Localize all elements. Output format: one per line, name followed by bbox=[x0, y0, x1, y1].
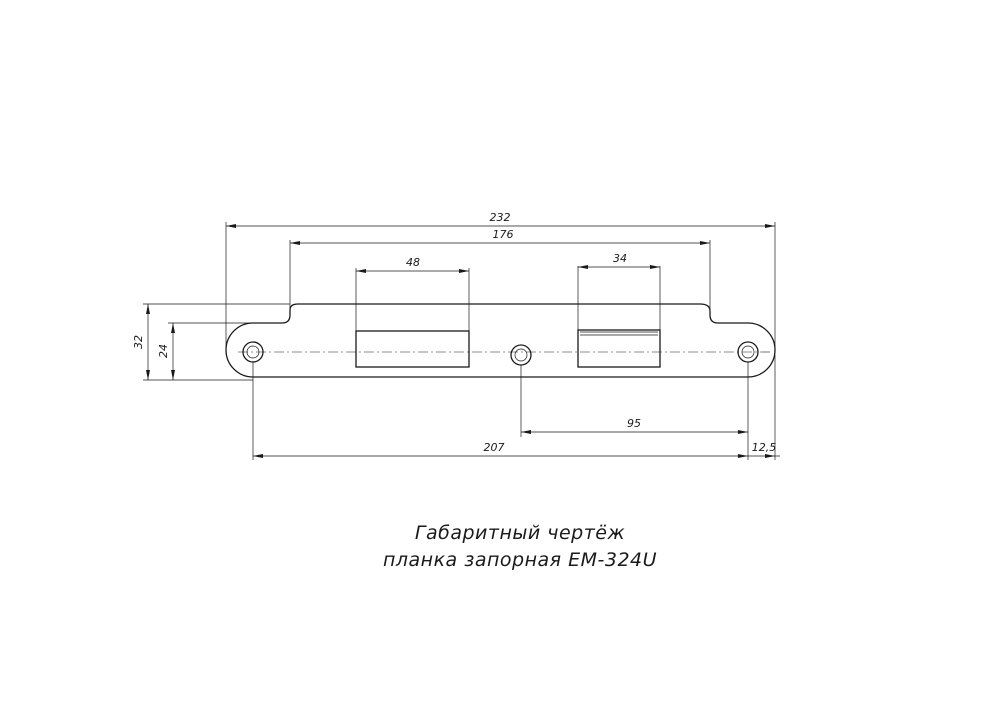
plate-outline bbox=[225, 303, 776, 378]
dim-95: 95 bbox=[521, 417, 748, 434]
dim-48-label: 48 bbox=[406, 256, 420, 269]
caption-title: Габаритный чертёж bbox=[414, 522, 626, 544]
dim-34-label: 34 bbox=[613, 252, 627, 265]
dim-207-label: 207 bbox=[484, 441, 505, 454]
hole-center bbox=[510, 344, 532, 366]
dim-232-label: 232 bbox=[490, 211, 511, 224]
window-right bbox=[577, 329, 661, 368]
dim-32-label: 32 bbox=[132, 335, 145, 349]
dim-207: 207 bbox=[253, 441, 748, 458]
dim-34: 34 bbox=[578, 252, 660, 269]
window-left bbox=[355, 330, 470, 368]
caption-subtitle: планка запорная ЕМ-324U bbox=[382, 549, 658, 571]
dim-232: 232 bbox=[226, 211, 775, 228]
dim-12-5-label: 12,5 bbox=[752, 441, 777, 454]
dim-12-5: 12,5 bbox=[748, 441, 780, 458]
dim-32: 32 bbox=[132, 304, 150, 380]
extension-lines bbox=[143, 222, 776, 460]
dim-95-label: 95 bbox=[627, 417, 641, 430]
dim-24: 24 bbox=[157, 323, 175, 380]
dim-176-label: 176 bbox=[493, 228, 514, 241]
dim-24-label: 24 bbox=[157, 344, 170, 358]
dim-48: 48 bbox=[356, 256, 469, 273]
dim-176: 176 bbox=[290, 228, 710, 245]
